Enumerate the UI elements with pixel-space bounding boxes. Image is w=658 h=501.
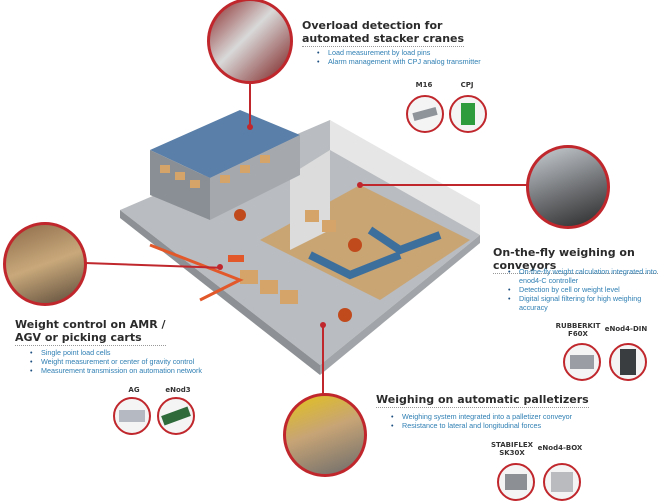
stacker-crane-photo [207, 0, 293, 84]
amr-title: Weight control on AMR / AGV or picking c… [15, 318, 166, 346]
title-line: Weight control on AMR / [15, 318, 166, 331]
title-line: Overload detection for [302, 19, 443, 32]
palletizer-photo [283, 393, 367, 477]
bullet-item: Measurement transmission on automation n… [30, 366, 241, 375]
bullet-item: Detection by cell or weight level [508, 285, 658, 294]
bullet-item: Single point load cells [30, 348, 241, 357]
title-line: AGV or picking carts [15, 331, 142, 344]
m16-product-image [406, 95, 444, 133]
ag-product-image [113, 397, 151, 435]
product-label-enod4-box: eNod4-BOX [537, 444, 583, 452]
conveyor-bullets: On-the-fly weight calculation integrated… [505, 267, 658, 312]
conveyor-photo [526, 145, 610, 229]
product-label-enod3: eNod3 [165, 386, 191, 394]
enod4-din-product-image [609, 343, 647, 381]
bullet-item: Digital signal filtering for high weighi… [508, 294, 658, 312]
stabiflex-product-image [497, 463, 535, 501]
enod4-box-product-image [543, 463, 581, 501]
bullet-item: Weighing system integrated into a pallet… [391, 412, 632, 421]
bullet-item: On-the-fly weight calculation integrated… [508, 267, 658, 285]
product-label-enod4-din: eNod4-DIN [604, 325, 648, 333]
bullet-item: Load measurement by load pins [317, 48, 481, 57]
rubberkit-product-image [563, 343, 601, 381]
amr-photo [3, 222, 87, 306]
connector-line [322, 325, 324, 395]
amr-bullets: Single point load cells Weight measureme… [27, 348, 241, 375]
product-label-m16: M16 [415, 81, 433, 89]
palletizer-title: Weighing on automatic palletizers [376, 393, 589, 408]
enod3-product-image [157, 397, 195, 435]
product-label-cpj: CPJ [460, 81, 474, 89]
connector-dot [217, 264, 223, 270]
bullet-item: Weight measurement or center of gravity … [30, 357, 241, 366]
connector-dot [247, 124, 253, 130]
product-label-ag: AG [128, 386, 140, 394]
label-line: SK30X [499, 449, 525, 457]
connector-line [249, 82, 251, 127]
bullet-item: Alarm management with CPJ analog transmi… [317, 57, 481, 66]
label-line: STABIFLEX [490, 441, 534, 449]
cpj-product-image [449, 95, 487, 133]
palletizer-bullets: Weighing system integrated into a pallet… [388, 412, 632, 430]
stacker-bullets: Load measurement by load pins Alarm mana… [314, 48, 481, 66]
stacker-title: Overload detection for automated stacker… [302, 19, 465, 47]
label-line: F60X [568, 330, 588, 338]
label-line: RUBBERKIT [555, 322, 601, 330]
bullet-item: Resistance to lateral and longitudinal f… [391, 421, 632, 430]
connector-dot [357, 182, 363, 188]
connector-line [360, 184, 530, 186]
connector-dot [320, 322, 326, 328]
title-line: automated stacker cranes [302, 32, 465, 45]
